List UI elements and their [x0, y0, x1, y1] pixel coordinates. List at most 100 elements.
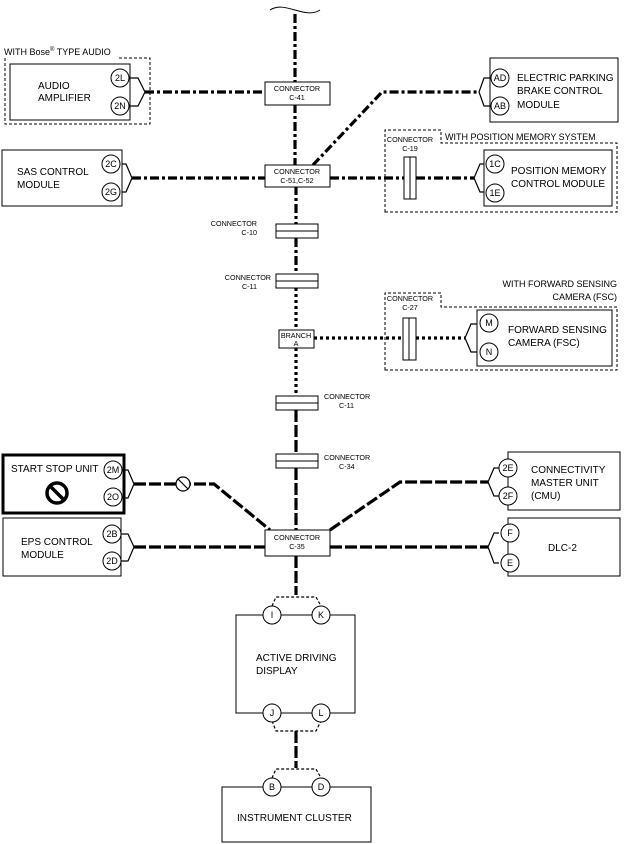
- wire-start-stop: [134, 482, 272, 532]
- terminal-2d: 2D: [102, 551, 122, 571]
- prohibited-icon: [45, 481, 69, 505]
- terminal-2e: 2E: [498, 458, 518, 478]
- cmu-module-box: [507, 451, 621, 511]
- svg-text:C-34: C-34: [339, 462, 355, 471]
- eps-module-box: [2, 517, 122, 577]
- svg-text:CONNECTOR: CONNECTOR: [387, 294, 433, 303]
- svg-text:2O: 2O: [107, 492, 119, 502]
- svg-text:2G: 2G: [105, 187, 117, 197]
- group-outlines: [4, 57, 618, 371]
- terminal-2m: 2M: [103, 460, 123, 480]
- wire-pm-fork: [473, 163, 486, 193]
- svg-text:M: M: [485, 318, 493, 328]
- wires: [120, 6, 499, 779]
- wire-sas-fork: [120, 163, 133, 193]
- bose-group-outline: [4, 57, 151, 125]
- fsc-module-box: [476, 309, 613, 367]
- svg-text:AB: AB: [494, 101, 506, 111]
- wire-cmu-fork: [487, 467, 499, 497]
- connector-c34: CONNECTOR C-34: [275, 453, 370, 471]
- svg-text:CONNECTOR: CONNECTOR: [324, 453, 370, 462]
- position-memory-module-box: [483, 149, 613, 207]
- connector-c11-upper: CONNECTOR C-11: [225, 273, 319, 291]
- position-memory-group-outline: [384, 129, 618, 213]
- svg-text:BRANCH: BRANCH: [281, 331, 311, 340]
- terminal-2n: 2N: [110, 96, 130, 116]
- svg-text:2L: 2L: [115, 73, 125, 83]
- svg-text:E: E: [507, 558, 513, 568]
- connector-c41: CONNECTOR C-41: [264, 81, 331, 106]
- svg-text:2B: 2B: [106, 529, 117, 539]
- fsc-label-1: FORWARD SENSING: [508, 325, 607, 336]
- svg-text:2E: 2E: [502, 463, 513, 473]
- wire-epb-fork: [478, 77, 491, 107]
- svg-text:F: F: [507, 528, 513, 538]
- terminal-k: K: [311, 605, 331, 625]
- position-memory-group-label: WITH POSITION MEMORY SYSTEM: [445, 132, 596, 142]
- connector-c11-lower: CONNECTOR C-11: [275, 392, 370, 411]
- sas-label-2: MODULE: [17, 180, 60, 191]
- terminal-l: L: [311, 703, 331, 723]
- cmu-label-3: (CMU): [531, 491, 560, 502]
- connector-c35: CONNECTOR C-35: [264, 529, 331, 557]
- svg-text:CONNECTOR: CONNECTOR: [274, 533, 320, 542]
- terminal-j: J: [262, 703, 282, 723]
- svg-text:CONNECTOR: CONNECTOR: [324, 392, 370, 401]
- svg-text:C-41: C-41: [289, 93, 305, 102]
- eps-label-1: EPS CONTROL: [21, 537, 93, 548]
- terminal-2o: 2O: [103, 487, 123, 507]
- svg-text:C-10: C-10: [241, 228, 257, 237]
- eps-label-2: MODULE: [21, 550, 64, 561]
- fsc-group-label-line1: WITH FORWARD SENSING: [503, 279, 618, 289]
- svg-text:L: L: [318, 708, 323, 718]
- fsc-group-label-line2: CAMERA (FSC): [552, 292, 617, 302]
- position-memory-label-1: POSITION MEMORY: [511, 166, 607, 177]
- fsc-group-outline: [384, 292, 618, 371]
- svg-text:C-35: C-35: [289, 542, 305, 551]
- svg-text:2C: 2C: [105, 159, 117, 169]
- cmu-label-2: MASTER UNIT: [531, 478, 599, 489]
- svg-text:2N: 2N: [114, 101, 126, 111]
- terminal-i: I: [262, 605, 282, 625]
- sas-label-1: SAS CONTROL: [17, 167, 89, 178]
- svg-text:C-19: C-19: [402, 144, 418, 153]
- dlc-label: DLC-2: [548, 543, 577, 554]
- instrument-cluster-box: [221, 786, 372, 843]
- terminal-1c: 1C: [485, 154, 505, 174]
- svg-text:C-11: C-11: [339, 401, 354, 410]
- svg-text:B: B: [269, 782, 275, 792]
- svg-text:D: D: [318, 782, 325, 792]
- terminal-2g: 2G: [101, 182, 121, 202]
- epb-label-3: MODULE: [517, 100, 560, 111]
- svg-text:1E: 1E: [489, 188, 500, 198]
- svg-text:CONNECTOR: CONNECTOR: [274, 84, 320, 93]
- wire-fsc-fork: [464, 323, 480, 353]
- svg-text:C-27: C-27: [402, 303, 418, 312]
- active-driving-display-box: [235, 614, 356, 714]
- svg-text:AD: AD: [494, 73, 507, 83]
- terminal-d: D: [311, 777, 331, 797]
- terminal-2b: 2B: [102, 524, 122, 544]
- epb-module-box: [489, 57, 619, 123]
- terminal-e: E: [500, 553, 520, 573]
- connector-c19: CONNECTOR C-19: [387, 135, 433, 200]
- audio-amplifier-label-2: AMPLIFIER: [38, 93, 91, 104]
- svg-text:K: K: [318, 610, 324, 620]
- terminal-1e: 1E: [485, 183, 505, 203]
- wire-ad-bottom-fork: [271, 720, 322, 732]
- connector-c51-c52: CONNECTOR C-51,C-52: [264, 164, 331, 188]
- wire-ic-fork: [271, 768, 322, 779]
- terminal-2l: 2L: [110, 68, 130, 88]
- bose-group-label: WITH Bose® TYPE AUDIO: [4, 46, 111, 57]
- branch-a: BRANCH A: [278, 329, 315, 349]
- wire-cmu: [329, 480, 488, 532]
- svg-text:CONNECTOR: CONNECTOR: [387, 135, 433, 144]
- audio-amplifier-label-1: AUDIO: [38, 81, 70, 92]
- cmu-label-1: CONNECTIVITY: [531, 465, 606, 476]
- terminals: 2L 2N AD AB 2C 2G 1C 1E M N 2M 2O 2E 2F …: [101, 68, 520, 797]
- terminal-2f: 2F: [498, 486, 518, 506]
- terminal-m: M: [479, 313, 499, 333]
- svg-text:J: J: [270, 708, 275, 718]
- start-stop-label: START STOP UNIT: [11, 464, 98, 475]
